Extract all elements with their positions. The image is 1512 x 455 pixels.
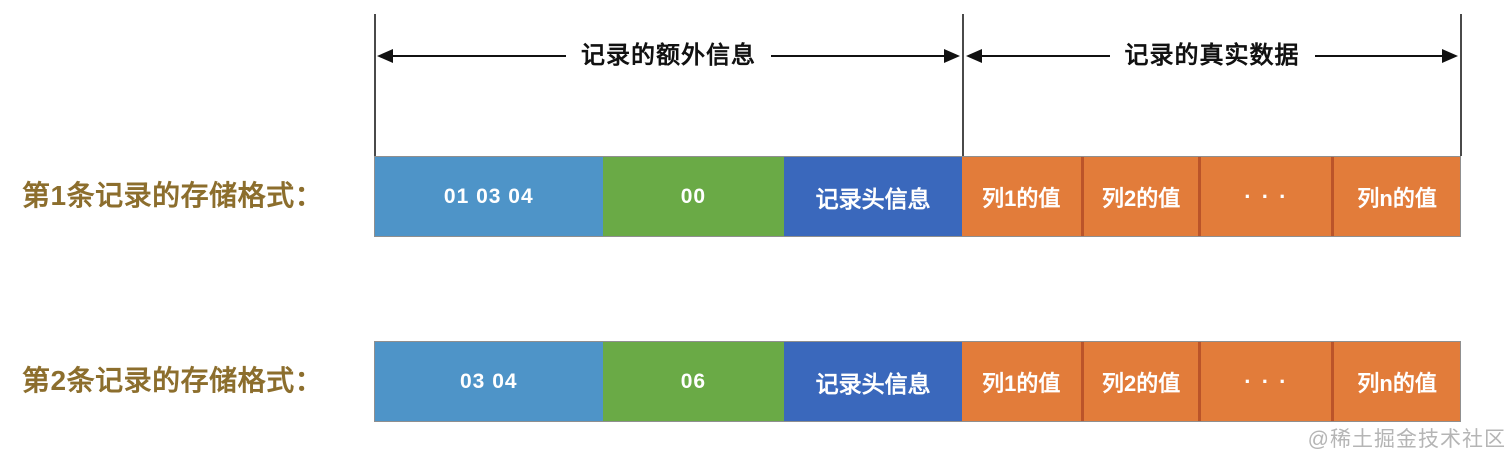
arrow-line — [1314, 55, 1442, 57]
arrowhead-right-icon — [944, 49, 960, 63]
cell-null-list: 06 — [602, 342, 785, 421]
cell-variable-length-list: 01 03 04 — [375, 157, 603, 236]
watermark: @稀土掘金技术社区 — [1307, 428, 1506, 451]
arrow-line — [393, 55, 566, 57]
arrowhead-left-icon — [966, 49, 982, 63]
extra-info-dimension-arrow: 记录的额外信息 — [377, 42, 960, 69]
cell-column-2-value: 列2的值 — [1080, 157, 1199, 236]
cell-record-header: 记录头信息 — [784, 157, 962, 236]
cell-variable-length-list: 03 04 — [375, 342, 603, 421]
cell-column-2-value: 列2的值 — [1080, 342, 1199, 421]
boundary-line-right — [1460, 14, 1462, 156]
arrow-line — [982, 55, 1110, 57]
cell-column-1-value: 列1的值 — [961, 342, 1081, 421]
boundary-line-left — [374, 14, 376, 156]
record-1-blocks: 01 03 04 00 记录头信息 列1的值 列2的值 · · · 列n的值 — [374, 156, 1461, 237]
arrow-line — [771, 55, 944, 57]
real-data-label: 记录的真实数据 — [1124, 41, 1300, 69]
cell-record-header: 记录头信息 — [784, 342, 962, 421]
arrowhead-right-icon — [1442, 49, 1458, 63]
record-2-label: 第2条记录的存储格式： — [22, 365, 324, 396]
boundary-line-middle — [962, 14, 964, 156]
record-1-label: 第1条记录的存储格式： — [22, 180, 324, 211]
cell-ellipsis: · · · — [1198, 342, 1332, 421]
arrowhead-left-icon — [377, 49, 393, 63]
extra-info-label: 记录的额外信息 — [581, 41, 756, 69]
cell-column-n-value: 列n的值 — [1331, 157, 1460, 236]
cell-column-1-value: 列1的值 — [961, 157, 1081, 236]
cell-column-n-value: 列n的值 — [1331, 342, 1460, 421]
cell-null-list: 00 — [602, 157, 785, 236]
record-2-blocks: 03 04 06 记录头信息 列1的值 列2的值 · · · 列n的值 — [374, 341, 1461, 422]
cell-ellipsis: · · · — [1198, 157, 1332, 236]
real-data-dimension-arrow: 记录的真实数据 — [966, 42, 1458, 69]
